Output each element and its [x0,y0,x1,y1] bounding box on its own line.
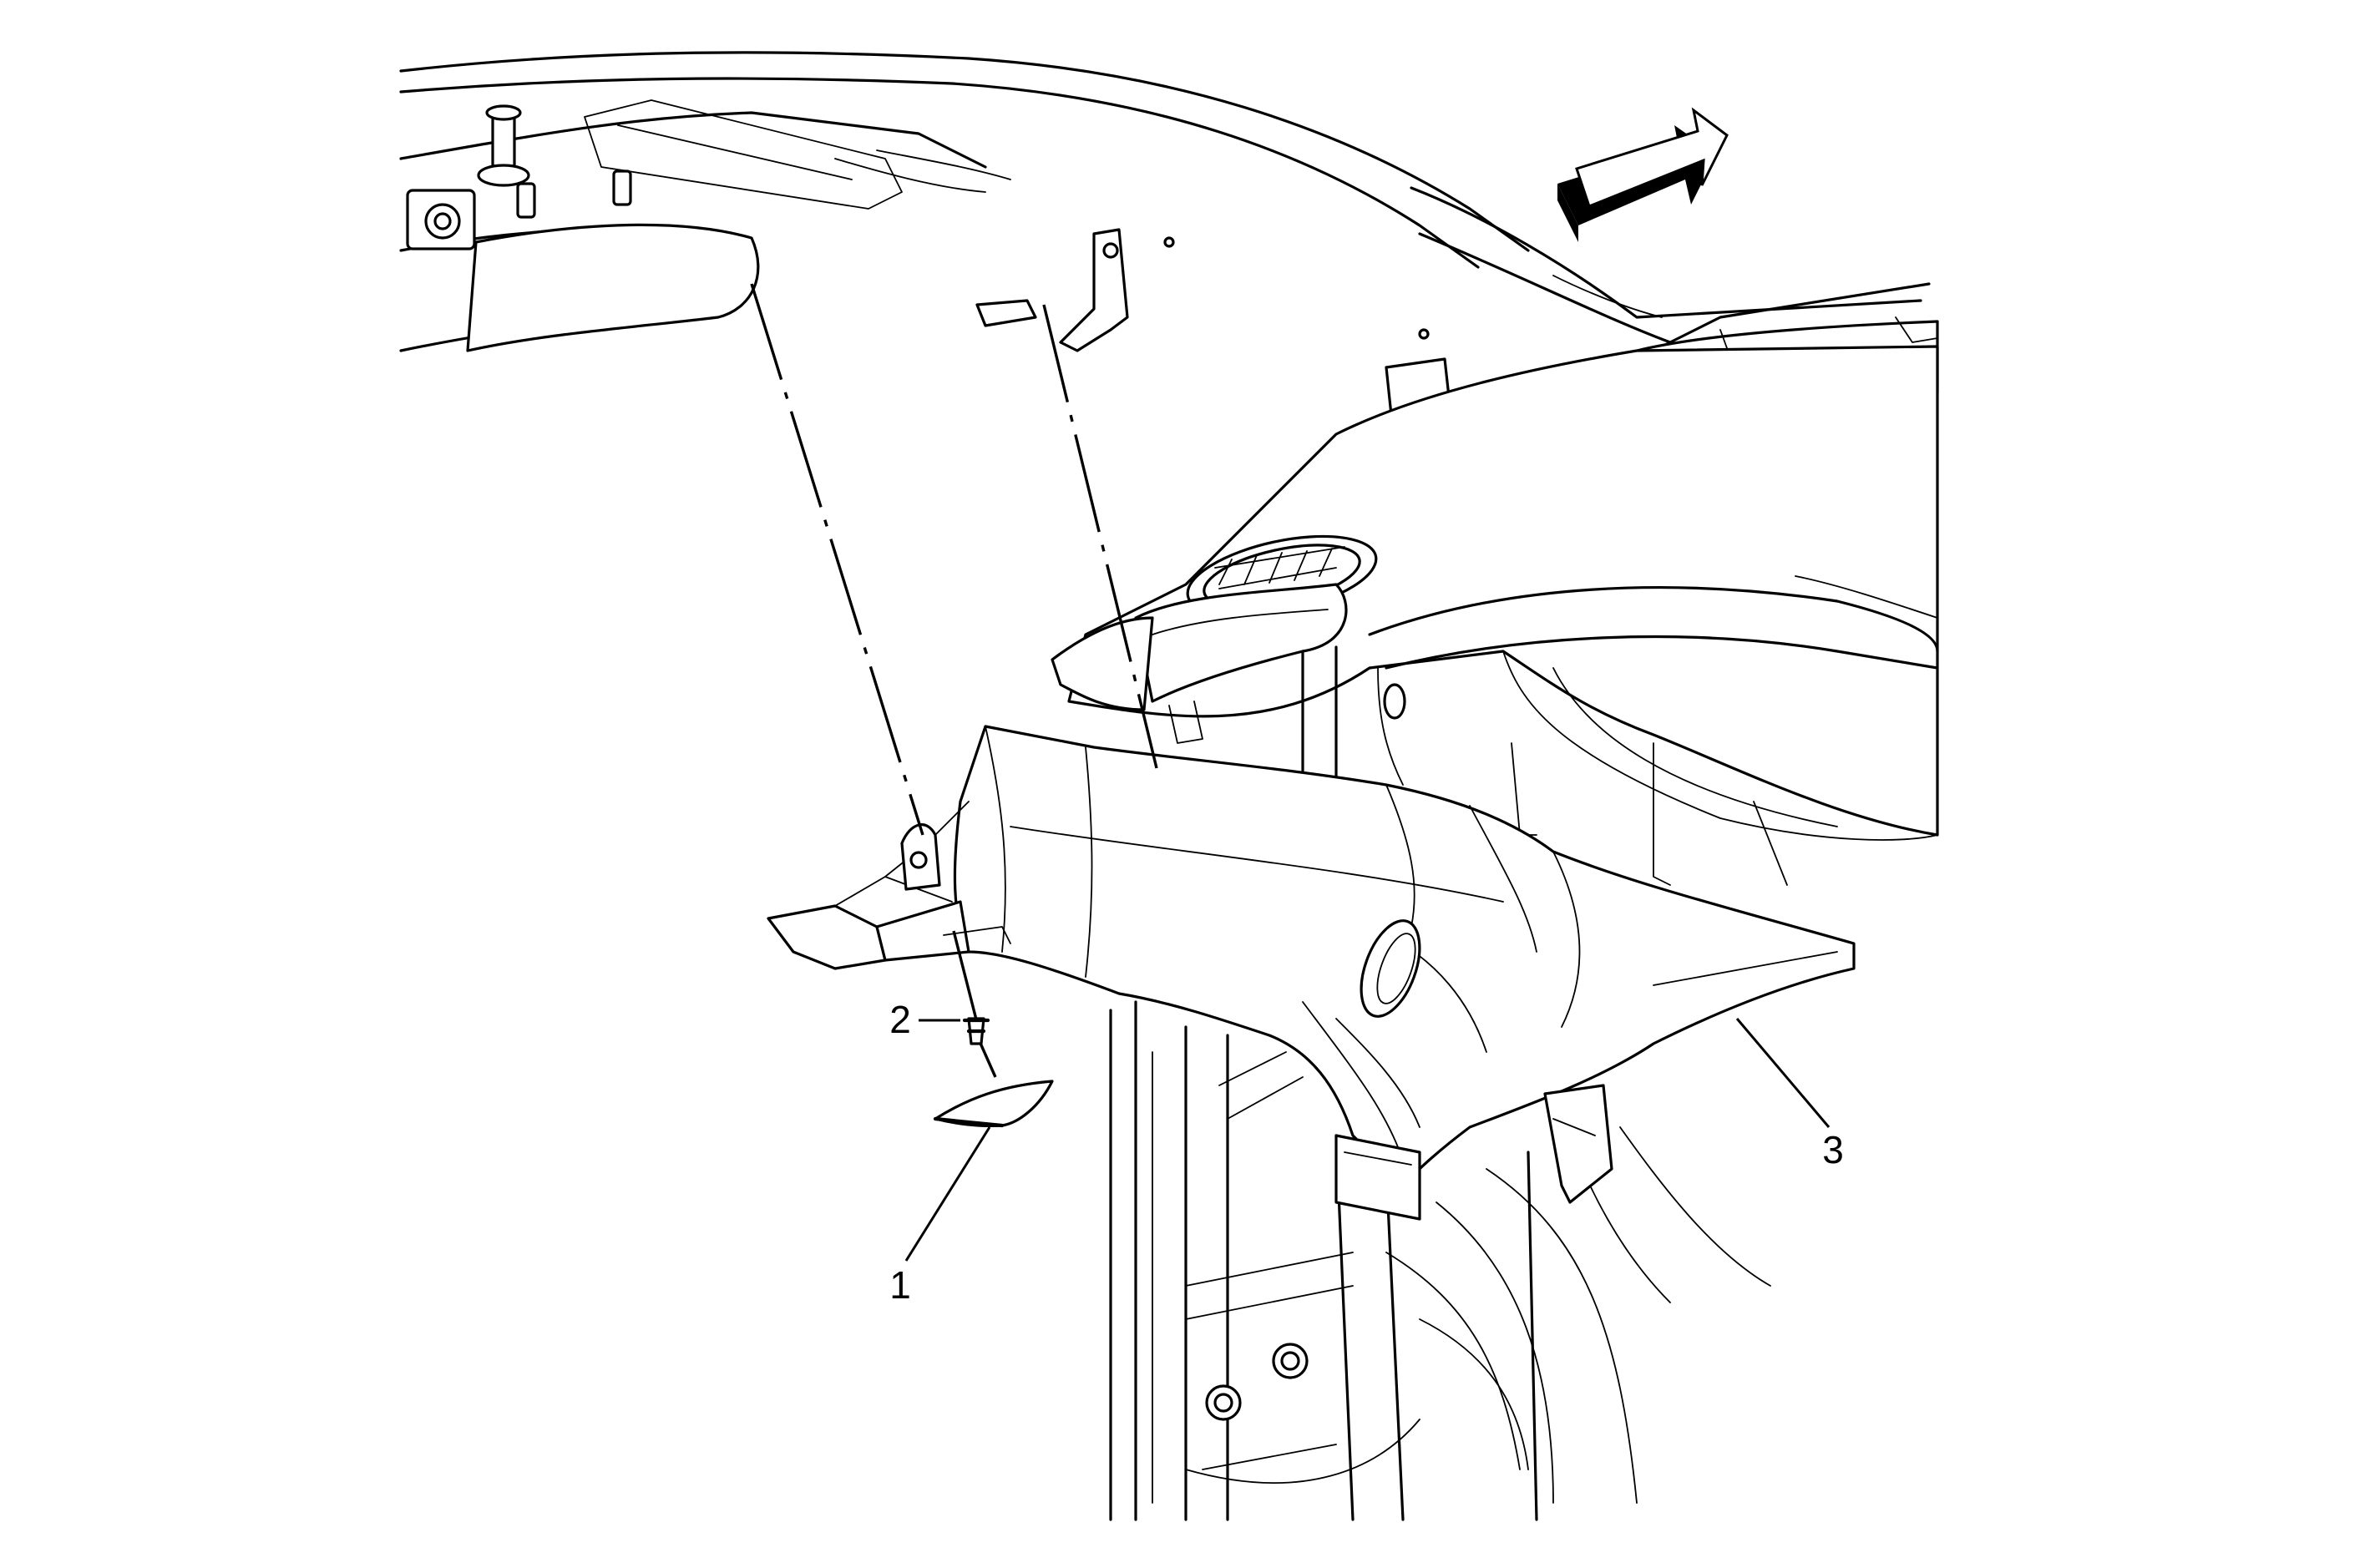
pillar-trim-panel [767,725,1856,1221]
roof-clip-left [406,189,476,250]
header-bracket [1059,228,1129,352]
trim-cover [933,1080,1054,1128]
trim-retainer-clip [900,823,941,891]
trim-handle-opening [1360,919,1421,1018]
leader-1 [904,1126,991,1262]
callout-label-3: 3 [1822,1128,1844,1171]
callout-label-1: 1 [889,1263,911,1307]
push-pin-retainer [962,1017,990,1045]
roof-stud-mid [516,169,632,219]
leader-3 [1735,1018,1831,1128]
callout-leaders [904,1018,1831,1262]
callout-label-2: 2 [889,998,911,1041]
instrument-panel [1051,345,1939,886]
forward-arrow-icon [1557,107,1729,242]
alignment-lines [750,283,1158,1078]
roof-stud-left [477,104,530,187]
